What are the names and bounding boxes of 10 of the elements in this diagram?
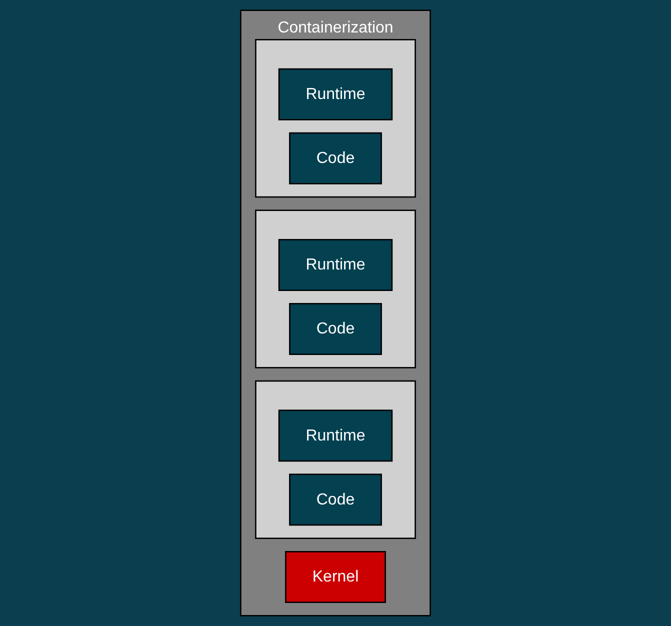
node-box: Kernel <box>285 551 386 603</box>
cluster <box>255 39 416 198</box>
cluster <box>255 210 416 368</box>
node-box: Runtime <box>278 239 393 291</box>
cluster <box>255 380 416 539</box>
node-box: Runtime <box>278 68 393 120</box>
node-box: Code <box>289 303 382 355</box>
node-box: Code <box>289 474 382 526</box>
node-box: Runtime <box>278 410 393 462</box>
node-box: Code <box>289 132 382 184</box>
